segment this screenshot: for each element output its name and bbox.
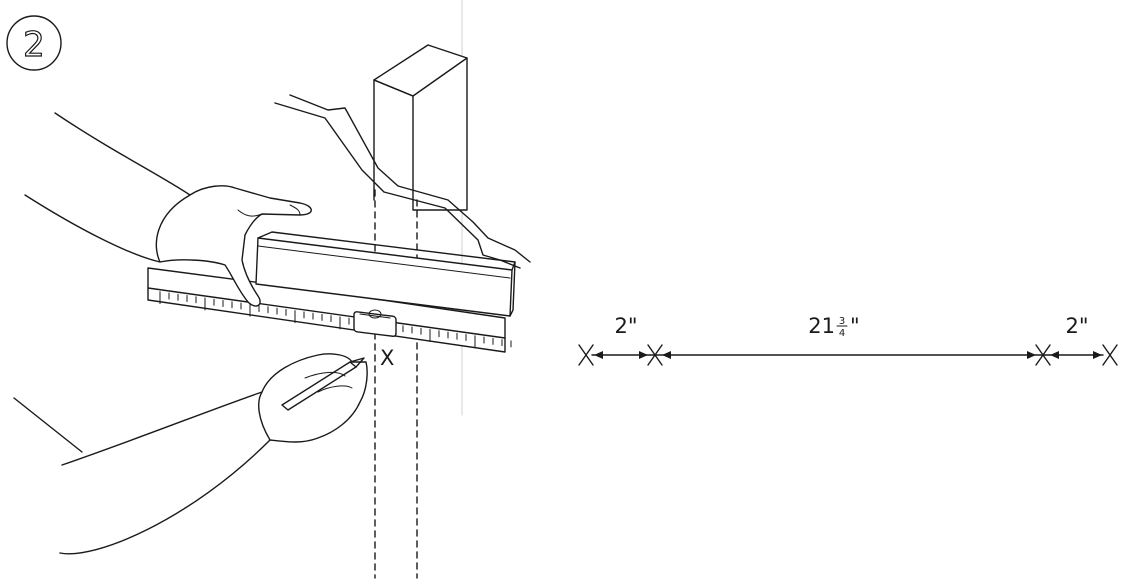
dimension-diagram: 2" 21 3 4 " 2"	[578, 314, 1118, 366]
step-circle	[6, 15, 62, 71]
arrowhead	[1027, 351, 1036, 359]
pencil-mark: X	[380, 346, 394, 370]
center-length-suffix: "	[850, 314, 860, 338]
x-mark	[578, 344, 594, 366]
step-indicator: 2	[6, 15, 62, 71]
level-and-ruler	[147, 231, 516, 353]
arrowhead	[1050, 351, 1059, 359]
center-length-label: 21 3 4 "	[808, 314, 859, 339]
arrowhead	[1093, 351, 1102, 359]
center-length-frac-num: 3	[839, 316, 845, 327]
molding	[274, 94, 531, 269]
step-number: 2	[23, 25, 45, 65]
wall-post	[373, 44, 468, 211]
center-length-frac-den: 4	[839, 328, 845, 339]
lower-hand	[13, 353, 368, 555]
upper-hand	[24, 112, 312, 307]
right-gap-label: 2"	[1065, 314, 1088, 338]
arrowhead	[639, 351, 648, 359]
x-mark	[1102, 344, 1118, 366]
left-gap-label: 2"	[614, 314, 637, 338]
ruler-ticks	[159, 291, 512, 349]
center-length-whole: 21	[808, 314, 835, 338]
arrowhead	[594, 351, 603, 359]
arrowhead	[662, 351, 671, 359]
bubble-vial	[353, 309, 397, 337]
arrowheads	[594, 351, 1102, 359]
